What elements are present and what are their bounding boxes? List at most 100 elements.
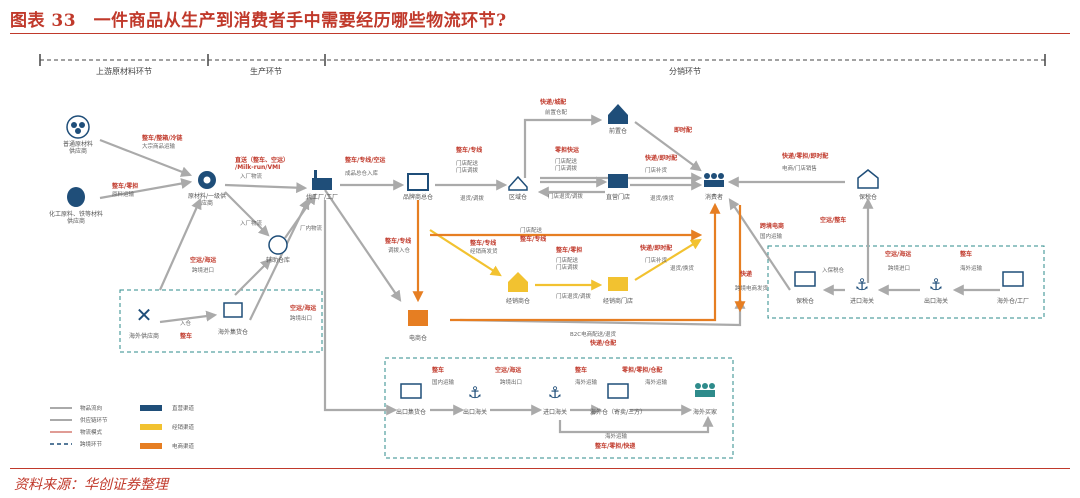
footer-rule xyxy=(10,468,1070,469)
edge-label: 跨境电商 xyxy=(760,222,784,230)
edge-label: 退货/换货 xyxy=(650,194,674,202)
edge-label: 整车 xyxy=(959,250,972,258)
anchor-icon: ⚓ xyxy=(929,275,943,294)
edge-label: 零担快运 xyxy=(554,146,579,154)
legend-label: 电商渠道 xyxy=(172,442,195,450)
node-im-port: ⚓ 进口海关 xyxy=(543,383,567,416)
edge-label: 空运/海运 xyxy=(190,256,216,264)
stage-distribution: 分销环节 xyxy=(669,66,701,76)
node-factory: 代工厂/工厂 xyxy=(306,170,338,201)
edge-label: 大宗商品运输 xyxy=(142,142,176,150)
node-ov-wh: 海外仓（寄卖/三方） xyxy=(590,383,646,416)
edge-label: 零担/零担/仓配 xyxy=(621,366,662,374)
stage-upstream: 上游原材料环节 xyxy=(96,66,152,76)
edge-label: 跨境进口 xyxy=(888,264,910,272)
edge-label: 快递/即时配 xyxy=(644,154,677,162)
node-consumer: 消费者 xyxy=(704,173,724,201)
edge-label: 门店退货/调拨 xyxy=(548,192,583,200)
stage-production: 生产环节 xyxy=(250,66,282,76)
node-bonded: 保税仓 xyxy=(857,169,879,201)
edge-label: 海外运输 xyxy=(960,264,983,272)
flow-arrows xyxy=(99,114,1000,434)
edge-label: 国内运输 xyxy=(760,232,783,240)
node-rdc: 辅助仓库 xyxy=(266,235,290,264)
node-bulk-label: 普通原材料供应商 xyxy=(63,140,93,155)
node-tier1-label: 原材料/一级供应商 xyxy=(188,192,226,207)
node-dealer-store: 经销商门店 xyxy=(603,277,633,305)
edge-label: 国内运输 xyxy=(432,378,455,386)
node-ex-port-label: 出口海关 xyxy=(463,408,487,416)
node-brand-dc-label: 品牌商总仓 xyxy=(403,193,433,201)
cross-border-import-box-right xyxy=(767,245,1045,319)
anchor-icon: ⚓ xyxy=(468,383,482,402)
edge-label: 整车/整箱/冷链 xyxy=(141,134,183,142)
node-out-port-label: 出口海关 xyxy=(924,297,948,305)
node-im-port-label: 进口海关 xyxy=(543,408,567,416)
edge-label: 前置仓配 xyxy=(545,108,568,116)
node-overseas-supplier: ✕ 海外供应商 xyxy=(129,303,159,340)
node-ex-collect-label: 出口集货仓 xyxy=(396,408,426,416)
node-in-port-label: 进口海关 xyxy=(850,297,874,305)
edge-label: 整车/专线 xyxy=(455,146,482,154)
edge-label: 经销商发货 xyxy=(470,247,498,255)
edge-label: 门店补货 xyxy=(645,256,668,264)
anchor-icon: ⚓ xyxy=(548,383,562,402)
node-ecom: 电商仓 xyxy=(408,310,428,342)
edge-label: 海外运输 xyxy=(645,378,668,386)
edge-label: 调拨入仓 xyxy=(388,246,411,254)
edge-label: 门店配送门店调拨 xyxy=(556,256,579,271)
legend-label: 直营渠道 xyxy=(172,404,195,412)
legend-label: 物品流向 xyxy=(80,404,102,412)
edge-label: 整车/零担 xyxy=(111,182,138,190)
edge-label: 整车/零担/快递 xyxy=(594,442,635,450)
node-consumer-label: 消费者 xyxy=(705,193,723,201)
edge-label: 海外运输 xyxy=(575,378,598,386)
edge-label: 快递/仓配 xyxy=(589,339,616,347)
edge-label: 入保税仓 xyxy=(822,266,845,274)
node-dealer-wh-label: 经销商仓 xyxy=(506,297,530,305)
node-regional: 区域仓 xyxy=(508,175,528,201)
edge-label: B2C电商配送/退货 xyxy=(570,330,616,338)
legend-label: 跨境环节 xyxy=(80,440,103,448)
edge-label: 空运/海运 xyxy=(290,304,316,312)
node-ov-buyer: 海外买家 xyxy=(693,383,717,416)
edge-label: 整车/专线 xyxy=(469,239,496,247)
node-front-label: 前置仓 xyxy=(609,127,627,135)
edge-label: 跨境出口 xyxy=(500,378,522,386)
edge-label: 整车/零担 xyxy=(555,246,582,254)
edge-label: 空运/海运 xyxy=(885,250,911,258)
edge-label: 快递 xyxy=(739,270,752,278)
edge-label: 整车/专线 xyxy=(384,237,411,245)
source-note: 资料来源：华创证券整理 xyxy=(14,477,168,493)
tools-icon: ✕ xyxy=(136,303,153,327)
node-tier1: 原材料/一级供应商 xyxy=(188,171,226,207)
node-in-bonded-label: 保税仓 xyxy=(796,297,814,305)
edge-label: 入厂物流 xyxy=(240,172,263,180)
edge-labels: 整车/整箱/冷链 大宗商品运输 整车/零担 原料运输 直送（整车、空运）/Mil… xyxy=(111,98,983,450)
edge-label: 快递/零担/即时配 xyxy=(781,152,828,160)
node-dealer-wh: 经销商仓 xyxy=(506,272,530,305)
node-front: 前置仓 xyxy=(608,104,628,135)
edge-label: 整车 xyxy=(431,366,444,374)
node-overseas-supplier-label: 海外供应商 xyxy=(129,332,159,340)
edge-label: 入仓 xyxy=(180,319,192,327)
node-rdc-label: 辅助仓库 xyxy=(266,256,290,264)
edge-label: 退货/换货 xyxy=(670,264,694,272)
node-overseas-collect: 海外集货仓 xyxy=(218,302,248,336)
edge-label: 电商/门店销售 xyxy=(782,164,817,172)
edge-label: 跨境进口 xyxy=(192,266,214,274)
node-out-port: ⚓ 出口海关 xyxy=(924,275,948,305)
node-in-port: ⚓ 进口海关 xyxy=(850,275,874,305)
logistics-flow-diagram: 上游原材料环节 生产环节 分销环节 xyxy=(39,54,1046,459)
cross-border-import-box xyxy=(119,289,323,353)
edge-label: 门店退货/调拨 xyxy=(556,292,591,300)
edge-label: 门店配送门店调拨 xyxy=(555,157,578,172)
node-chem-label: 化工原料、铁等材料供应商 xyxy=(49,210,103,225)
edge-label: 跨境电商发货 xyxy=(735,284,769,292)
edge-label: 即时配 xyxy=(674,126,692,134)
edge-label: 快递/即时配 xyxy=(639,244,672,252)
node-ov-buyer-label: 海外买家 xyxy=(693,408,717,416)
edge-label: 厂内物流 xyxy=(300,224,323,232)
node-ecom-label: 电商仓 xyxy=(409,334,427,342)
node-dealer-store-label: 经销商门店 xyxy=(603,297,633,305)
